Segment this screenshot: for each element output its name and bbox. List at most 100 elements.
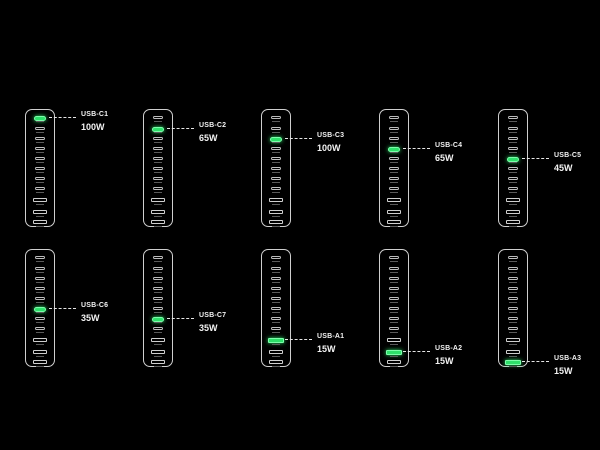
port-tag	[272, 121, 280, 122]
usb-a-port	[33, 220, 47, 224]
usb-a-port	[151, 210, 165, 214]
usb-c-port	[271, 177, 281, 180]
port-tag	[390, 332, 398, 333]
usb-c-port	[271, 187, 281, 190]
port-tag	[272, 142, 280, 143]
leader-line	[403, 351, 430, 352]
usb-c-port	[153, 327, 163, 330]
port-tag	[36, 121, 44, 122]
usb-a-port	[506, 338, 520, 342]
usb-a-port	[151, 360, 165, 364]
port-tag	[36, 366, 44, 367]
port-tag	[272, 182, 280, 183]
port-tag	[154, 142, 162, 143]
usb-c-port	[35, 267, 45, 270]
port-tag	[390, 121, 398, 122]
usb-a-port	[269, 198, 283, 202]
port-tag	[272, 322, 280, 323]
port-tag	[509, 152, 517, 153]
port-tag	[154, 292, 162, 293]
usb-c-port	[35, 137, 45, 140]
usb-c-port	[389, 256, 399, 259]
port-tag	[390, 132, 398, 133]
port-tag	[272, 172, 280, 173]
usb-c-port	[271, 157, 281, 160]
usb-c-port	[508, 127, 518, 130]
usb-c-port	[271, 297, 281, 300]
port-tag	[36, 142, 44, 143]
port-name: USB-C6	[81, 302, 109, 309]
charger-usb-a1	[261, 249, 291, 367]
leader-line	[49, 117, 76, 118]
port-wattage: 100W	[317, 143, 341, 153]
port-tag	[154, 226, 162, 227]
port-tag	[272, 261, 280, 262]
port-tag	[390, 172, 398, 173]
charger-usb-c4	[379, 109, 409, 227]
port-tag	[390, 366, 398, 367]
port-tag	[509, 204, 517, 205]
usb-c-port	[508, 317, 518, 320]
port-name: USB-C5	[554, 152, 582, 159]
leader-line	[167, 128, 194, 129]
port-tag	[509, 132, 517, 133]
port-tag	[509, 216, 517, 217]
usb-c-port	[271, 287, 281, 290]
charger-usb-c3	[261, 109, 291, 227]
usb-c-port-highlighted	[152, 317, 164, 322]
port-tag	[272, 344, 280, 345]
usb-c-port	[271, 277, 281, 280]
usb-c-port	[153, 287, 163, 290]
usb-c-port	[271, 307, 281, 310]
usb-c-port	[35, 287, 45, 290]
port-tag	[36, 344, 44, 345]
port-tag	[390, 182, 398, 183]
port-tag	[390, 356, 398, 357]
port-tag	[272, 282, 280, 283]
port-tag	[390, 226, 398, 227]
port-tag	[154, 356, 162, 357]
port-tag	[509, 332, 517, 333]
usb-a-port	[506, 220, 520, 224]
port-tag	[272, 204, 280, 205]
usb-c-port	[35, 317, 45, 320]
usb-a-port-highlighted	[386, 350, 402, 355]
port-name: USB-C7	[199, 312, 227, 319]
port-tag	[154, 312, 162, 313]
usb-c-port	[153, 187, 163, 190]
port-tag	[36, 302, 44, 303]
port-tag	[154, 272, 162, 273]
charger-usb-a2	[379, 249, 409, 367]
usb-a-port	[387, 210, 401, 214]
usb-c-port	[508, 267, 518, 270]
usb-c-port	[153, 167, 163, 170]
usb-a-port	[33, 338, 47, 342]
usb-c-port	[271, 317, 281, 320]
port-tag	[509, 322, 517, 323]
usb-a-port	[269, 360, 283, 364]
port-wattage: 15W	[435, 356, 454, 366]
usb-c-port	[389, 287, 399, 290]
usb-c-port	[153, 297, 163, 300]
port-tag	[272, 272, 280, 273]
port-tag	[272, 226, 280, 227]
usb-c-port	[35, 187, 45, 190]
usb-a-port	[151, 220, 165, 224]
port-tag	[36, 292, 44, 293]
usb-c-port	[35, 327, 45, 330]
port-tag	[154, 192, 162, 193]
port-tag	[154, 322, 162, 323]
port-tag	[390, 216, 398, 217]
port-tag	[390, 152, 398, 153]
port-tag	[390, 261, 398, 262]
port-tag	[509, 356, 517, 357]
port-tag	[36, 226, 44, 227]
usb-a-port	[151, 338, 165, 342]
port-tag	[509, 344, 517, 345]
port-tag	[509, 282, 517, 283]
leader-line	[522, 361, 549, 362]
port-wattage: 65W	[199, 133, 218, 143]
port-tag	[272, 132, 280, 133]
port-tag	[390, 302, 398, 303]
